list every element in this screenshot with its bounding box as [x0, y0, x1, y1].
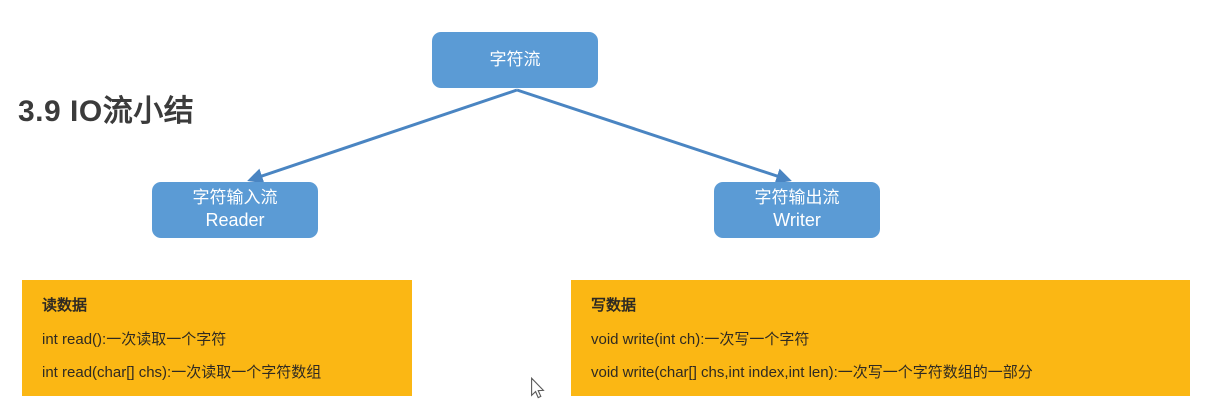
node-label-en: Writer: [773, 210, 821, 231]
node-character-stream[interactable]: 字符流: [432, 32, 598, 88]
panel-heading: 读数据: [42, 297, 88, 314]
write-panel: 写数据 void write(int ch):一次写一个字符 void writ…: [571, 280, 1190, 396]
read-panel: 读数据 int read():一次读取一个字符 int read(char[] …: [22, 280, 412, 396]
mouse-pointer-icon: [531, 377, 545, 399]
panel-line: int read(char[] chs):一次读取一个字符数组: [42, 364, 322, 381]
node-label-en: Reader: [205, 210, 265, 231]
node-reader[interactable]: 字符输入流 Reader: [152, 182, 318, 238]
edge-root-to-reader: [247, 88, 518, 184]
node-label-cn: 字符输出流: [754, 187, 840, 207]
panel-line: void write(int ch):一次写一个字符: [591, 331, 810, 348]
node-writer[interactable]: 字符输出流 Writer: [714, 182, 880, 238]
panel-line: void write(char[] chs,int index,int len)…: [591, 364, 1033, 381]
edge-root-to-writer: [516, 88, 792, 184]
panel-heading: 写数据: [591, 297, 637, 314]
node-label-cn: 字符输入流: [192, 187, 278, 207]
panel-line: int read():一次读取一个字符: [42, 331, 227, 348]
node-label-cn: 字符流: [489, 49, 541, 69]
page-title: 3.9 IO流小结: [18, 95, 195, 128]
